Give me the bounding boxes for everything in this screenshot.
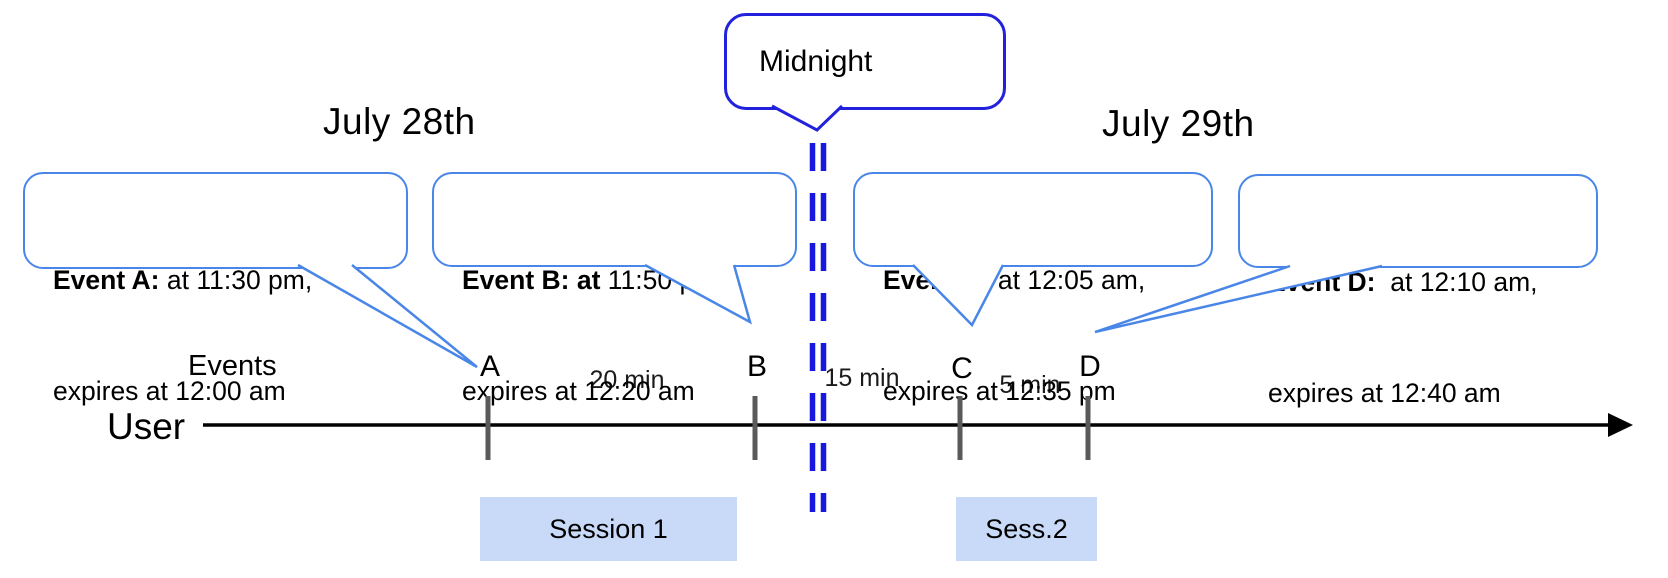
callout-event-a: Event A: at 11:30 pm, expires at 12:00 a… [23, 172, 408, 406]
tick-label-d: D [1079, 350, 1101, 383]
event-a-time: at 11:30 pm, [159, 265, 313, 295]
event-c-line2: expires at 12:35 pm [883, 376, 1116, 406]
callout-event-b: Event B: at 11:50 pm, expires at 12:20 a… [432, 172, 797, 406]
callout-event-b-line1: Event B: at 11:50 pm, [462, 262, 783, 299]
interval-5min: 5 min [999, 371, 1061, 399]
event-c-time: at 12:05 am, [990, 265, 1146, 295]
callout-event-c-line1: Event C: at 12:05 am, [883, 262, 1199, 299]
interval-15min: 15 min [824, 364, 900, 392]
date-header-july-28: July 28th [323, 101, 476, 142]
session-2-box: Sess.2 [956, 497, 1097, 561]
callout-event-d: Event D: at 12:10 am, expires at 12:40 a… [1238, 174, 1598, 408]
session-1-box: Session 1 [480, 497, 737, 561]
event-d-line2: expires at 12:40 am [1268, 378, 1501, 408]
midnight-callout: Midnight [724, 13, 1006, 110]
event-b-time: 11:50 pm, [600, 265, 724, 295]
user-axis-label: User [107, 406, 186, 447]
date-header-july-29: July 29th [1102, 103, 1255, 144]
event-d-time: at 12:10 am, [1375, 267, 1538, 297]
callout-event-a-line1: Event A: at 11:30 pm, [53, 262, 394, 299]
events-axis-label: Events [188, 350, 277, 382]
event-b-bold: Event B: at [462, 265, 601, 295]
event-a-bold: Event A: [53, 265, 160, 295]
session-1-label: Session 1 [549, 513, 668, 544]
tick-label-a: A [479, 350, 501, 383]
event-c-bold: Event C: [883, 265, 991, 295]
midnight-label: Midnight [759, 44, 873, 78]
callout-event-c: Event C: at 12:05 am, expires at 12:35 p… [853, 172, 1213, 406]
event-a-line2: expires at 12:00 am [53, 376, 286, 406]
interval-20min: 20 min [589, 366, 665, 394]
tick-label-c: C [951, 352, 973, 385]
timeline-arrowhead-icon [1608, 413, 1633, 437]
event-b-line2: expires at 12:20 am [462, 376, 695, 406]
event-d-bold: Event D: [1268, 267, 1376, 297]
session-2-label: Sess.2 [985, 513, 1068, 544]
tick-label-b: B [746, 350, 768, 383]
callout-event-d-line1: Event D: at 12:10 am, [1268, 264, 1584, 301]
